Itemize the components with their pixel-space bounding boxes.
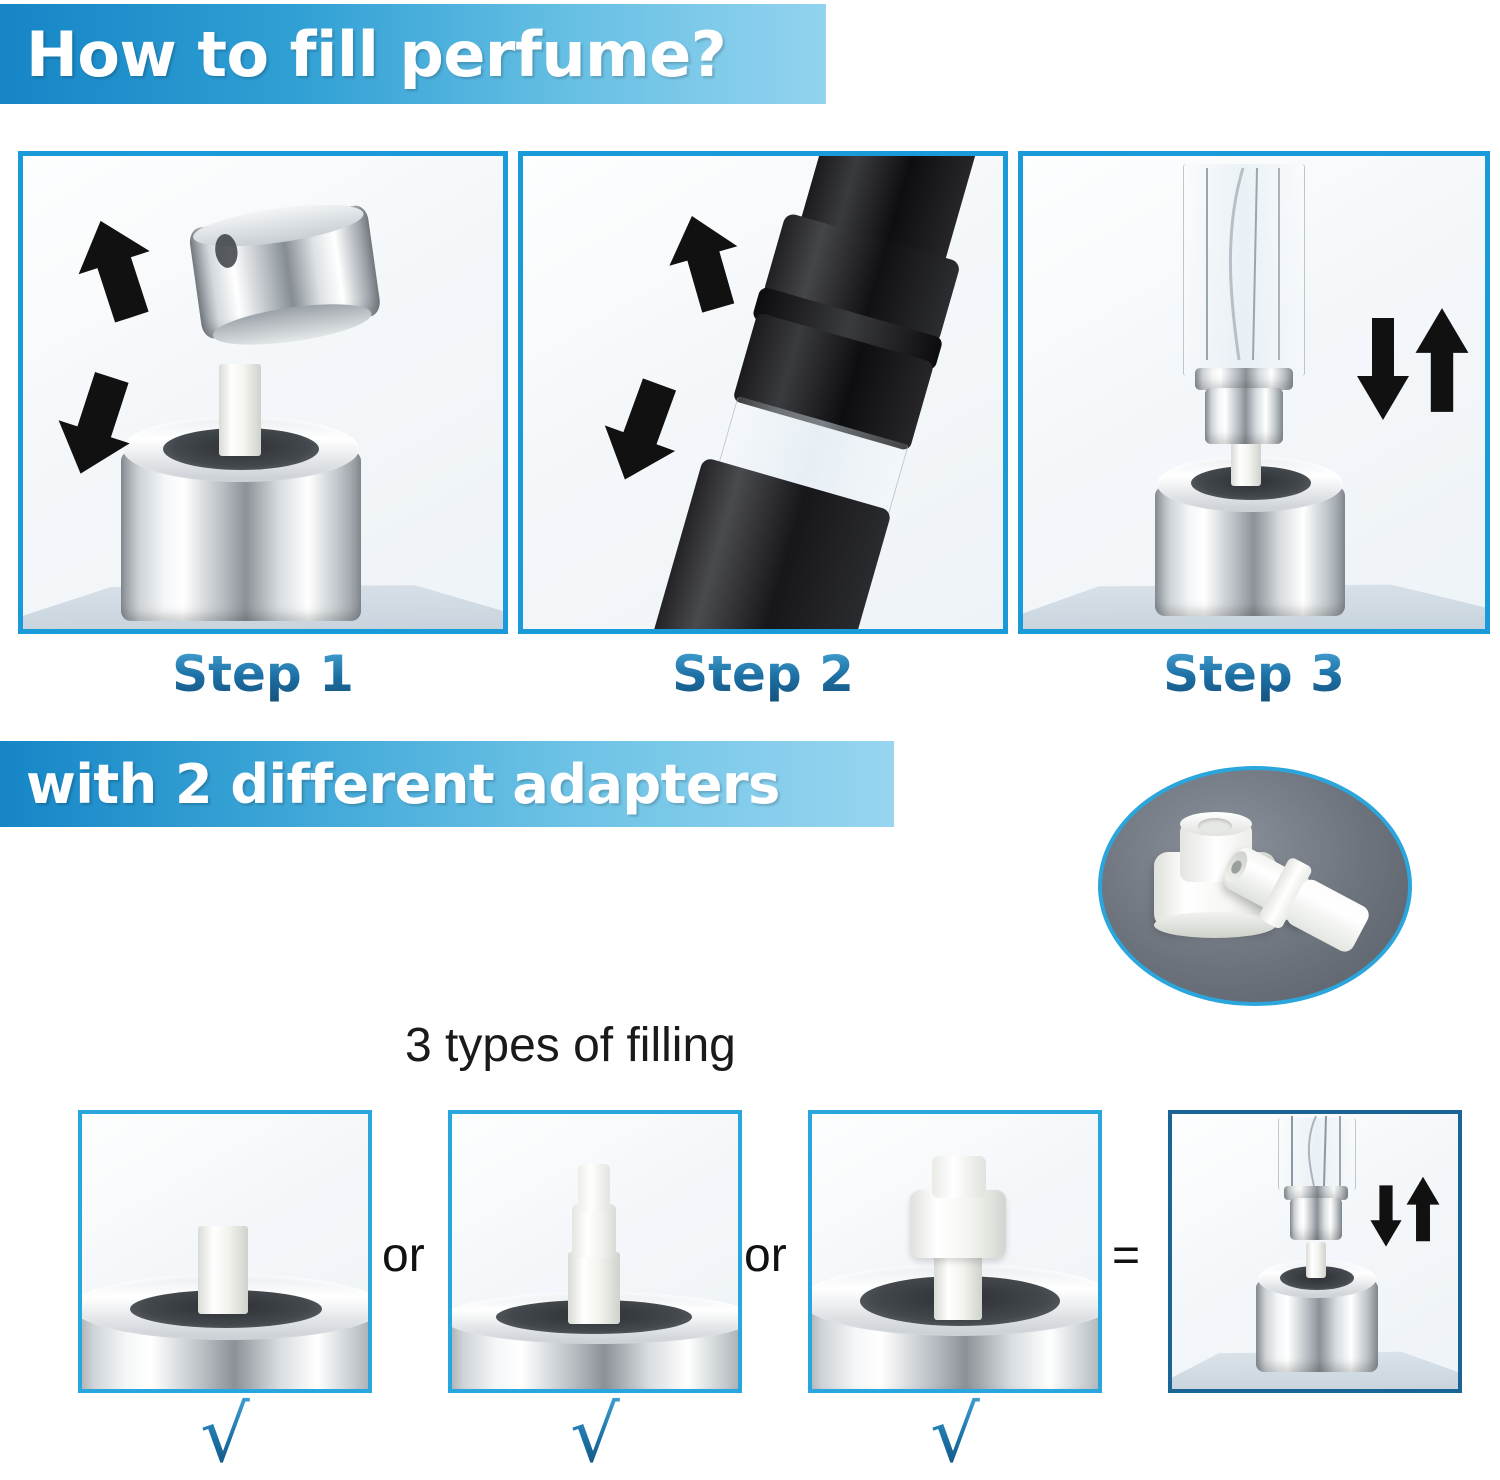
types-of-filling-heading: 3 types of filling xyxy=(405,1019,736,1072)
atomizer-clear-tube xyxy=(1183,164,1305,376)
step-3-scene xyxy=(1023,156,1485,629)
filling-option-3-wide-adapter xyxy=(808,1110,1102,1393)
step-photo-3 xyxy=(1018,151,1490,634)
step-label-1: Step 1 xyxy=(18,645,508,703)
atomizer-chrome-flange xyxy=(1284,1186,1348,1200)
connector-or-1: or xyxy=(382,1229,425,1282)
filling-2-scene xyxy=(452,1114,738,1389)
atomizer-inner-straws xyxy=(1206,167,1280,361)
wide-adapter-tip xyxy=(932,1156,986,1198)
step-label-2: Step 2 xyxy=(518,645,1008,703)
bottle-white-stem xyxy=(568,1252,620,1324)
arrow-down-icon xyxy=(58,371,130,474)
adapters-photo xyxy=(1098,766,1412,1006)
filling-option-1-bare-nozzle xyxy=(78,1110,372,1393)
arrow-up-icon xyxy=(669,216,738,313)
narrow-adapter-collar xyxy=(572,1204,616,1258)
checkmark-2: √ xyxy=(535,1396,655,1474)
bottle-white-stem xyxy=(1306,1242,1326,1278)
title-banner: How to fill perfume? xyxy=(0,4,826,104)
step-photo-1 xyxy=(18,151,508,634)
arrow-up-icon xyxy=(78,220,150,323)
step-label-3: Step 3 xyxy=(1018,645,1490,703)
arrow-down-icon xyxy=(604,378,677,480)
arrow-down-icon xyxy=(1370,1185,1402,1247)
step-photo-2 xyxy=(518,151,1008,634)
step-1-scene xyxy=(23,156,503,629)
bottle-white-stem xyxy=(198,1226,248,1314)
title-banner-text: How to fill perfume? xyxy=(26,17,727,91)
filling-1-scene xyxy=(82,1114,368,1389)
connector-equals: = xyxy=(1112,1229,1141,1282)
step-2-scene xyxy=(523,156,1003,629)
atomizer-chrome-flange xyxy=(1195,368,1293,390)
narrow-adapter-tip xyxy=(578,1164,610,1212)
bottle-white-stem xyxy=(934,1250,982,1320)
bottle-white-stem xyxy=(1231,438,1261,486)
chrome-cap xyxy=(187,196,383,353)
checkmark-3: √ xyxy=(895,1396,1015,1474)
adapters-banner: with 2 different adapters xyxy=(0,741,894,827)
atomizer-chrome-head xyxy=(1290,1198,1342,1240)
filling-3-scene xyxy=(812,1114,1098,1389)
filling-option-2-narrow-adapter xyxy=(448,1110,742,1393)
wide-adapter-body xyxy=(910,1190,1006,1258)
arrow-up-icon xyxy=(1406,1176,1440,1242)
adapters-banner-text: with 2 different adapters xyxy=(26,752,780,816)
atomizer-chrome-head xyxy=(1205,388,1283,444)
arrow-down-icon xyxy=(1357,318,1409,420)
filling-result-atomizer xyxy=(1168,1110,1462,1393)
connector-or-2: or xyxy=(744,1229,787,1282)
arrow-up-icon xyxy=(1415,308,1469,412)
bottle-white-stem xyxy=(219,364,261,456)
filling-4-scene xyxy=(1172,1114,1458,1389)
atomizer-inner-straws xyxy=(1291,1115,1341,1187)
checkmark-1: √ xyxy=(165,1396,285,1474)
